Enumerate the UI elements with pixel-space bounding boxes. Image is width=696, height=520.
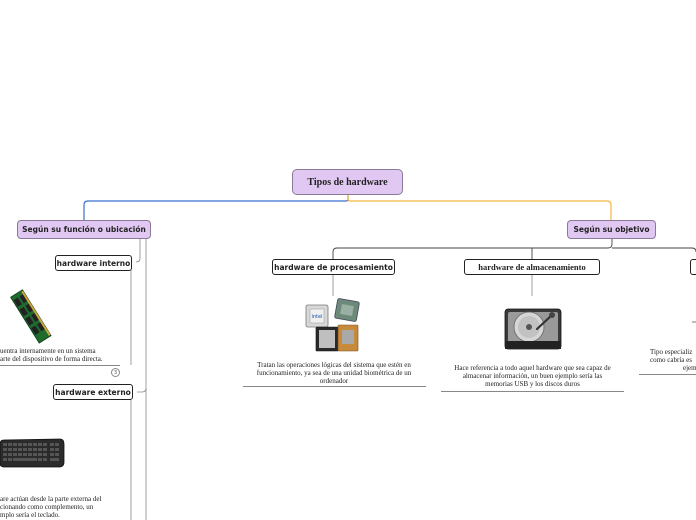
- hardware-third-underline: [639, 374, 696, 375]
- hardware-procesamiento-underline: [243, 386, 426, 387]
- branch-right-node[interactable]: Según su objetivo: [567, 220, 656, 239]
- description-line: Tratan las operaciones lógicas del siste…: [257, 361, 411, 369]
- hardware-externo-node[interactable]: hardware externo: [53, 384, 133, 400]
- connector-left-interno: [135, 238, 141, 263]
- collapsed-count-badge[interactable]: 3: [111, 368, 120, 377]
- description-line: uentra internamente en un sistema: [0, 347, 96, 355]
- hardware-interno-underline: [0, 365, 120, 366]
- description-line: ejem: [683, 364, 696, 372]
- hardware-almacenamiento-underline: [441, 391, 624, 392]
- description-line: cionando como complemento, un: [0, 503, 94, 511]
- connector-left-externo: [137, 387, 147, 393]
- connector-root-right: [347, 195, 612, 221]
- description-line: Tipo especializ: [650, 348, 693, 356]
- description-line: funcionamiento, ya sea de una unidad bio…: [256, 369, 412, 377]
- hardware-almacenamiento-label: hardware de almacenamiento: [478, 262, 586, 272]
- branch-left-node[interactable]: Según su función o ubicación: [17, 220, 151, 239]
- description-line: memorias USB y los discos duros: [485, 380, 580, 388]
- connector-root-left: [83, 195, 349, 221]
- branch-right-label: Según su objetivo: [573, 225, 650, 234]
- root-label: Tipos de hardware: [307, 176, 388, 188]
- description-line: mplo sería el teclado.: [0, 511, 60, 519]
- hardware-third-image-fragment: [692, 321, 696, 323]
- hardware-interno-node[interactable]: hardware interno: [55, 255, 132, 271]
- hardware-procesamiento-description: Tratan las operaciones lógicas del siste…: [243, 361, 425, 385]
- description-line: Hace referencia a todo aquel hardware qu…: [454, 364, 611, 372]
- connector-right-children: [332, 238, 696, 259]
- cpu-chips-icon: intel: [305, 298, 360, 352]
- keyboard-icon: [0, 438, 65, 468]
- hard-drive-icon: [504, 308, 562, 350]
- hardware-interno-description: uentra internamente en un sistema arte d…: [0, 347, 125, 363]
- hardware-interno-label: hardware interno: [56, 258, 131, 268]
- ram-module-icon: [10, 289, 52, 344]
- hardware-third-node-partial[interactable]: [690, 259, 696, 275]
- description-line: are actúan desde la parte externa del: [0, 495, 102, 503]
- description-line: como cabría es: [650, 356, 692, 364]
- hardware-procesamiento-node[interactable]: hardware de procesamiento: [272, 259, 395, 275]
- hardware-third-description: Tipo especializ como cabría es ejem: [650, 348, 696, 372]
- description-line: almacenar información, un buen ejemplo s…: [462, 372, 603, 380]
- hardware-externo-description: are actúan desde la parte externa del ci…: [0, 495, 125, 519]
- description-line: arte del dispositivo de forma directa.: [0, 355, 103, 363]
- hardware-procesamiento-label: hardware de procesamiento: [274, 262, 393, 272]
- hardware-externo-label: hardware externo: [55, 387, 131, 397]
- root-node[interactable]: Tipos de hardware: [292, 169, 403, 195]
- branch-left-label: Según su función o ubicación: [22, 225, 146, 234]
- collapsed-count: 3: [113, 369, 118, 376]
- hardware-almacenamiento-description: Hace referencia a todo aquel hardware qu…: [441, 364, 624, 388]
- description-line: ordenador: [319, 377, 349, 385]
- svg-text:intel: intel: [312, 314, 323, 320]
- hardware-almacenamiento-node[interactable]: hardware de almacenamiento: [464, 259, 600, 275]
